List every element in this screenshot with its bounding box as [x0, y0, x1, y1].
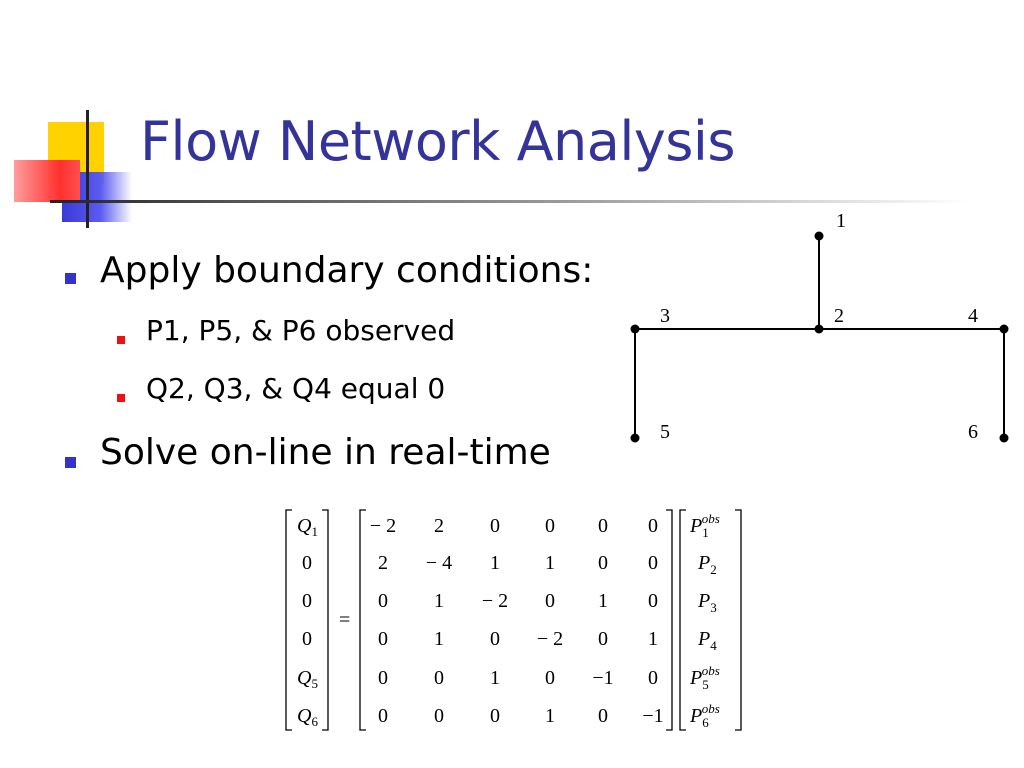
node-label-3: 3 [660, 305, 670, 327]
node-4 [999, 324, 1009, 334]
slide-title: Flow Network Analysis [140, 110, 736, 173]
matrix-brackets [285, 509, 742, 731]
sub-bullet-item: Q2, Q3, & Q4 equal 0 [146, 372, 446, 405]
lhs-bracket-left [285, 509, 292, 731]
bullet-marker [65, 273, 76, 284]
matrix-cell: 0 [378, 667, 388, 689]
node-1 [814, 231, 824, 241]
equals-sign: = [339, 609, 350, 631]
node-label-2: 2 [834, 305, 844, 327]
rhs-cell: P4 [697, 628, 717, 653]
lhs-cell: 0 [302, 628, 312, 650]
lhs-cell: 0 [302, 590, 312, 612]
matrix-cell: 0 [378, 590, 388, 612]
matrix-cell: − 2 [482, 590, 508, 612]
matrix-cell: 0 [490, 515, 500, 537]
title-underline [50, 200, 970, 203]
coef-bracket-left [359, 509, 366, 731]
node-6 [999, 433, 1009, 443]
matrix-cell: 0 [434, 667, 444, 689]
lhs-bracket-right [322, 509, 329, 731]
rhs-cell: P1obs [689, 511, 720, 540]
rhs-bracket-right [735, 509, 742, 731]
matrix-cell: 0 [648, 590, 658, 612]
deco-red-square [14, 160, 80, 202]
matrix-equation: = Q1 0 0 0 Q5 Q6 − 2 2 0 0 0 0 2 − 4 1 1 0 0 0 1 − 2 0 1… [285, 509, 742, 731]
matrix-cell: 0 [648, 667, 658, 689]
matrix-cell: 1 [490, 667, 500, 689]
network-edges [634, 236, 1005, 438]
matrix-cell: 1 [648, 628, 658, 650]
rhs-cell: P6obs [689, 701, 720, 730]
rhs-cell: P2 [697, 552, 717, 577]
matrix-cell: 2 [434, 515, 444, 537]
matrix-cell: − 2 [537, 628, 563, 650]
node-3 [630, 324, 640, 334]
deco-vertical-line [86, 110, 89, 228]
node-label-5: 5 [660, 421, 670, 443]
rhs-vector: P1obs P2 P3 P4 P5obs P6obs [689, 511, 720, 730]
matrix-cell: 0 [598, 515, 608, 537]
node-5 [630, 433, 640, 443]
matrix-cell: −1 [642, 705, 663, 727]
matrix-cell: 0 [598, 552, 608, 574]
matrix-cell: 0 [648, 552, 658, 574]
rhs-bracket-left [679, 509, 686, 731]
matrix-cell: 0 [545, 515, 555, 537]
matrix-cell: 2 [378, 552, 388, 574]
matrix-cell: 0 [434, 705, 444, 727]
sub-bullet-item: P1, P5, & P6 observed [146, 314, 456, 347]
rhs-cell: P5obs [689, 663, 720, 692]
network-nodes [630, 231, 1009, 443]
matrix-cell: − 2 [370, 515, 396, 537]
matrix-cell: 1 [434, 628, 444, 650]
matrix-cell: −1 [592, 667, 613, 689]
node-label-1: 1 [836, 210, 846, 232]
coefficient-matrix: − 2 2 0 0 0 0 2 − 4 1 1 0 0 0 1 − 2 0 1 0 0 1 0 − 2 0 1 0 0 1 0 −1 0 0… [370, 515, 664, 727]
node-label-4: 4 [968, 305, 978, 327]
matrix-cell: 0 [598, 705, 608, 727]
matrix-cell: 0 [648, 515, 658, 537]
lhs-cell: 0 [302, 552, 312, 574]
matrix-cell: 0 [545, 667, 555, 689]
sub-bullet-marker [117, 394, 125, 402]
lhs-cell: Q1 [297, 515, 318, 539]
matrix-cell: 1 [490, 552, 500, 574]
matrix-cell: 0 [545, 590, 555, 612]
matrix-cell: 1 [598, 590, 608, 612]
rhs-cell: P3 [697, 590, 717, 615]
bullet-marker [65, 457, 76, 468]
matrix-cell: 0 [598, 628, 608, 650]
bullet-item: Solve on-line in real-time [100, 432, 551, 473]
matrix-cell: − 4 [426, 552, 452, 574]
pipe-network-diagram: 1 2 3 4 5 6 [630, 210, 1009, 443]
matrix-cell: 0 [490, 628, 500, 650]
matrix-cell: 0 [378, 628, 388, 650]
sub-bullet-marker [117, 336, 125, 344]
node-2 [814, 324, 824, 334]
coef-bracket-right [666, 509, 673, 731]
node-label-6: 6 [968, 421, 978, 443]
lhs-vector: Q1 0 0 0 Q5 Q6 [297, 515, 318, 729]
matrix-cell: 1 [545, 705, 555, 727]
matrix-cell: 0 [490, 705, 500, 727]
lhs-cell: Q6 [297, 705, 318, 729]
matrix-cell: 1 [434, 590, 444, 612]
matrix-cell: 1 [545, 552, 555, 574]
lhs-cell: Q5 [297, 667, 318, 691]
matrix-cell: 0 [378, 705, 388, 727]
bullet-item: Apply boundary conditions: [100, 250, 594, 291]
